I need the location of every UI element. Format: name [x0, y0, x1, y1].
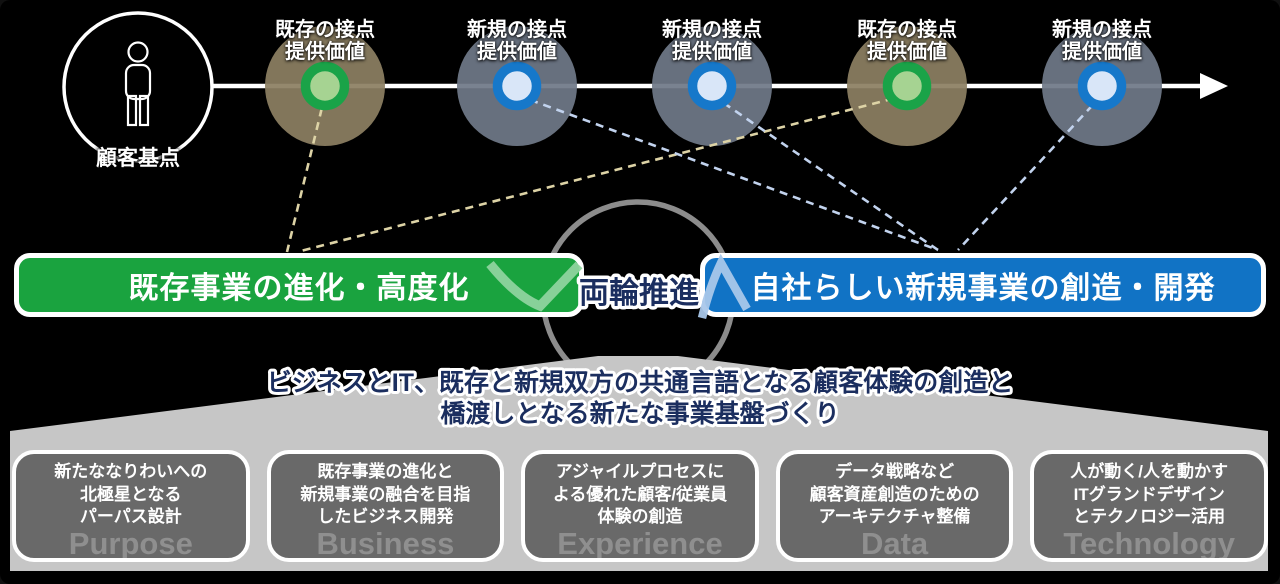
- customer-origin-label: 顧客基点: [96, 147, 180, 170]
- pillar-technology: 人が動く/人を動かす ITグランドデザイン とテクノロジー活用 Technolo…: [1030, 450, 1268, 562]
- pillar-text-line: とテクノロジー活用: [1073, 507, 1226, 526]
- person-icon: [124, 41, 152, 127]
- pillar-business: 既存事業の進化と 新規事業の融合を目指 したビジネス開発 Business: [266, 450, 505, 562]
- pillar-purpose: 新たななりわいへの 北極星となる パーパス設計 Purpose: [12, 450, 250, 562]
- pillar-text-line: パーパス設計: [79, 507, 182, 526]
- pillar-technology-text: 人が動く/人を動かす ITグランドデザイン とテクノロジー活用: [1034, 461, 1264, 529]
- touchpoint-label-line1: 既存の接点: [275, 19, 375, 41]
- connector-existing-1: [285, 94, 327, 253]
- pillar-text-line: 人が動く/人を動かす: [1070, 462, 1229, 481]
- existing-business-banner-label: 既存事業の進化・高度化: [128, 272, 470, 305]
- pillar-text-line: アーキテクチャ整備: [818, 507, 971, 526]
- new-business-banner: 自社らしい新規事業の創造・開発: [700, 253, 1266, 317]
- pillar-technology-watermark: Technology: [1063, 526, 1235, 561]
- connector-new-2: [711, 93, 939, 252]
- pillar-text-line: アジャイルプロセスに: [555, 462, 725, 481]
- pillar-text-line: ITグランドデザイン: [1073, 484, 1225, 504]
- connector-new-1: [516, 93, 939, 252]
- pillar-data: データ戦略など 顧客資産創造のための アーキテクチャ整備 Data: [775, 450, 1014, 562]
- pillar-text-line: 体験の創造: [597, 507, 683, 526]
- touchpoint-label: 既存の接点 提供価値: [235, 19, 415, 63]
- touchpoint-label-line2: 提供価値: [672, 40, 752, 63]
- touchpoint-label-line2: 提供価値: [867, 40, 947, 63]
- connector-new-3: [957, 94, 1103, 251]
- touchpoint-node-existing-1: [300, 61, 350, 111]
- touchpoint-label: 新規の接点 提供価値: [427, 19, 607, 63]
- pillar-text-line: よる優れた顧客/従業員: [552, 484, 728, 504]
- touchpoint-node-new-3: [1077, 61, 1127, 111]
- foundation-headline-line2: 橋渡しとなる新たな事業基盤づくり: [440, 399, 839, 428]
- touchpoint-label-line1: 新規の接点: [467, 19, 567, 41]
- pillar-text-line: 既存事業の進化と: [317, 462, 454, 481]
- touchpoint-label: 新規の接点 提供価値: [1012, 19, 1192, 63]
- touchpoint-label-line2: 提供価値: [285, 40, 365, 63]
- timeline-arrowhead-icon: [1200, 73, 1228, 99]
- pillar-experience-text: アジャイルプロセスに よる優れた顧客/従業員 体験の創造: [525, 461, 755, 529]
- pillar-text-line: 北極星となる: [80, 484, 182, 504]
- touchpoint-label-line1: 新規の接点: [1052, 19, 1152, 41]
- connector-existing-2: [296, 93, 908, 254]
- touchpoint-label-line1: 既存の接点: [857, 19, 957, 41]
- pillar-text-line: 顧客資産創造のための: [809, 484, 980, 504]
- pillar-text-line: したビジネス開発: [317, 507, 454, 526]
- existing-business-banner: 既存事業の進化・高度化: [14, 253, 584, 317]
- foundation-pillars-row: 新たななりわいへの 北極星となる パーパス設計 Purpose 既存事業の進化と…: [12, 450, 1268, 562]
- new-business-banner-label: 自社らしい新規事業の創造・開発: [750, 272, 1216, 305]
- touchpoint-label: 既存の接点 提供価値: [817, 19, 997, 63]
- foundation-headline-line1: ビジネスとIT、既存と新規双方の共通言語となる顧客体験の創造と: [267, 368, 1013, 397]
- pillar-experience: アジャイルプロセスに よる優れた顧客/従業員 体験の創造 Experience: [521, 450, 759, 562]
- pillar-text-line: 新たななりわいへの: [54, 462, 208, 481]
- touchpoint-label-line1: 新規の接点: [662, 19, 762, 41]
- cycle-center-label: 両輪推進: [579, 276, 699, 310]
- pillar-business-watermark: Business: [316, 526, 455, 561]
- touchpoint-node-new-2: [687, 61, 737, 111]
- touchpoint-label-line2: 提供価値: [477, 40, 557, 63]
- touchpoint-label-line2: 提供価値: [1062, 40, 1142, 63]
- touchpoint-label: 新規の接点 提供価値: [622, 19, 802, 63]
- pillar-data-text: データ戦略など 顧客資産創造のための アーキテクチャ整備: [780, 461, 1010, 529]
- pillar-data-watermark: Data: [860, 526, 929, 561]
- pillar-business-text: 既存事業の進化と 新規事業の融合を目指 したビジネス開発: [271, 461, 501, 529]
- pillar-text-line: データ戦略など: [835, 462, 955, 481]
- touchpoint-node-existing-2: [882, 61, 932, 111]
- pillar-text-line: 新規事業の融合を目指: [300, 484, 471, 504]
- touchpoint-node-new-1: [492, 61, 542, 111]
- pillar-purpose-text: 新たななりわいへの 北極星となる パーパス設計: [16, 461, 246, 529]
- pillar-experience-watermark: Experience: [557, 526, 723, 561]
- customer-circle: [62, 11, 214, 163]
- pillar-purpose-watermark: Purpose: [68, 526, 193, 561]
